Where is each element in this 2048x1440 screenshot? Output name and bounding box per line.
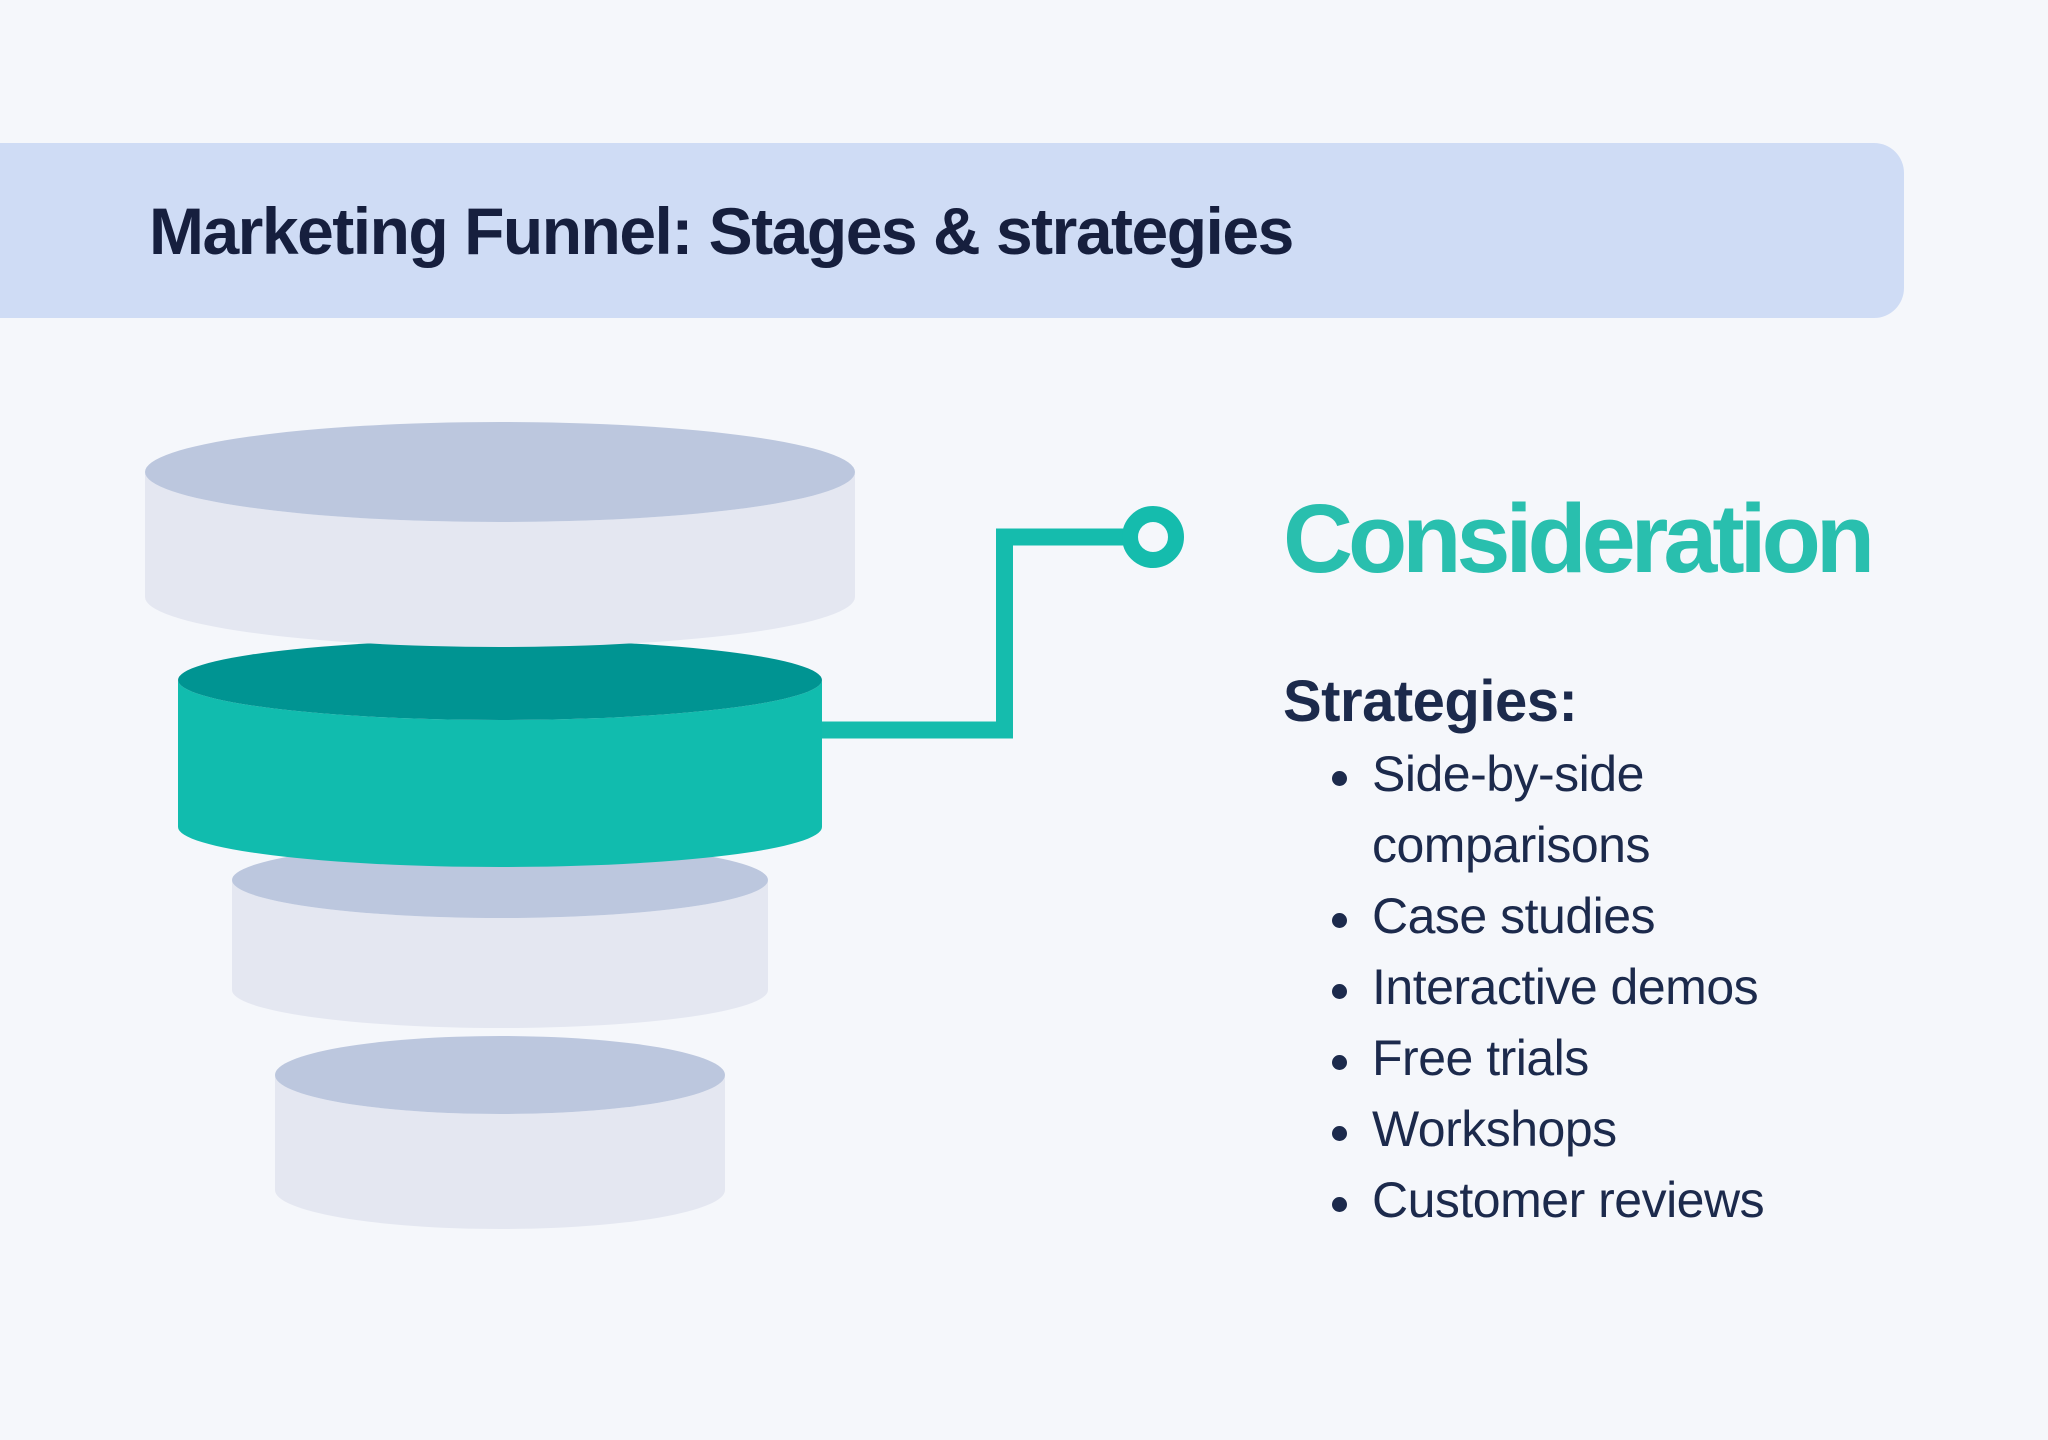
funnel-stage-3 [232,842,768,1028]
title-banner: Marketing Funnel: Stages & strategies [0,143,1904,318]
connector-horizontal [996,528,1123,546]
callout-connector [790,506,1184,739]
funnel-stage-1-body [145,472,855,647]
strategies-list: Side-by-side comparisons Case studies In… [1310,739,1790,1236]
strategy-item: Interactive demos [1310,952,1790,1023]
connector-stub [790,721,1013,739]
connector-ring-icon [1122,506,1184,568]
strategies-heading: Strategies: [1283,669,1578,734]
funnel-stage-2-top [178,640,822,720]
strategy-item: Free trials [1310,1023,1790,1094]
connector-vertical [996,528,1013,739]
funnel-stage-4-top [275,1036,725,1114]
funnel-stage-2-body [178,680,822,867]
strategy-item: Case studies [1310,881,1790,952]
strategy-item: Customer reviews [1310,1165,1790,1236]
funnel-stage-1 [145,422,855,647]
stage-label: Consideration [1283,484,1875,593]
strategy-item: Side-by-side comparisons [1310,739,1790,881]
funnel-stage-2-highlighted [178,640,822,867]
funnel-stage-1-top [145,422,855,522]
strategy-item: Workshops [1310,1094,1790,1165]
funnel-stage-4 [275,1036,725,1229]
page-title: Marketing Funnel: Stages & strategies [149,193,1294,268]
funnel-stage-4-body [275,1075,725,1229]
funnel-stage-3-body [232,880,768,1028]
